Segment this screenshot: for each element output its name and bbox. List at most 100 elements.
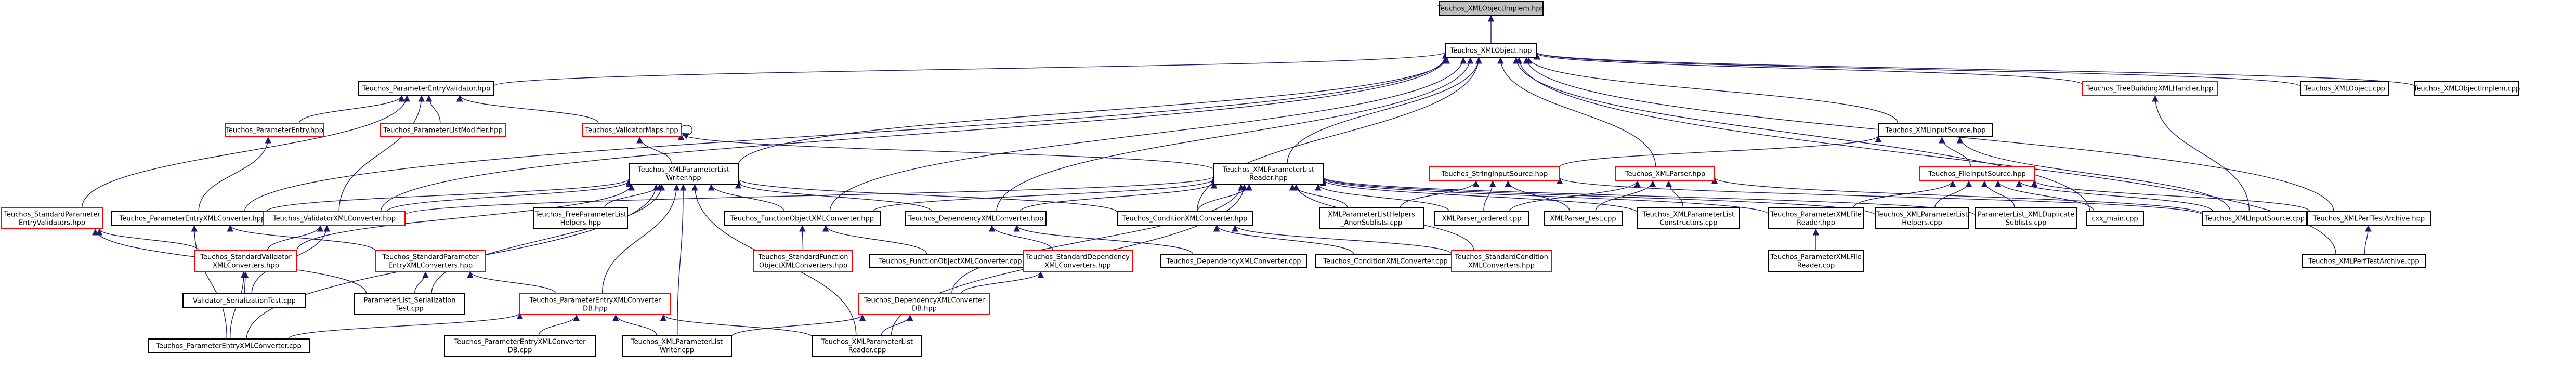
edge-pexml-hpp-to-pentry-hpp [198,136,272,212]
edge-pexml-cpp-to-pexmldb-hpp [287,312,524,340]
node-box [2082,81,2218,96]
node-label: Teuchos_ConditionXMLConverter.hpp [1122,215,1247,223]
edge-condxml-hpp-to-plreader-hpp [1197,184,1252,212]
edge-xmlinput-cpp-to-tbxml-hpp [2152,95,2250,212]
node-label: Teuchos_ParameterEntryValidator.hpp [362,85,490,93]
node-pexml-cpp[interactable]: Teuchos_ParameterEntryXMLConverter.cpp [148,338,310,353]
node-stdvalid-hpp[interactable]: Teuchos_StandardParameterEntryValidators… [1,207,103,229]
node-plser-cpp[interactable]: ParameterList_SerializationTest.cpp [354,293,465,315]
node-stdcond-hpp[interactable]: Teuchos_StandardConditionXMLConverters.h… [1451,250,1552,272]
node-plhelpers-cpp[interactable]: Teuchos_XMLParameterListHelpers.cpp [1875,207,1969,229]
node-label: Teuchos_ParameterListModifier.hpp [383,127,502,135]
edge-fileinput-hpp-to-xmlinput-hpp [1939,136,1971,167]
edge-stdfuncobj-hpp-to-funcobj-hpp [799,225,806,251]
edge-xmlinput-cpp-to-xmlparser-hpp [1711,177,2203,215]
node-box [194,250,297,272]
node-cxxmain-cpp[interactable]: cxx_main.cpp [2086,211,2144,226]
node-label: Teuchos_XMLObjectImplem.cpp [2413,85,2520,93]
edge-stdpexml-hpp-to-pexml-hpp [227,225,376,252]
node-funcobj-cpp[interactable]: Teuchos_FunctionObjectXMLConverter.cpp [869,254,1032,268]
node-xmlparser-hpp[interactable]: Teuchos_XMLParser.hpp [1615,166,1715,181]
node-xmlparser-ordered-cpp[interactable]: XMLParser_ordered.cpp [1434,211,1529,226]
node-valser-cpp[interactable]: Validator_SerializationTest.cpp [182,293,306,308]
node-xmlinput-hpp[interactable]: Teuchos_XMLInputSource.hpp [1878,123,1993,137]
node-box [753,250,853,272]
node-depxml-cpp[interactable]: Teuchos_DependencyXMLConverter.cpp [1160,254,1307,268]
node-box [724,211,881,226]
node-box [1975,207,2077,229]
edge-stdvalidxml-hpp-to-validxml-hpp [267,225,324,251]
node-validxml-hpp[interactable]: Teuchos_ValidatorXMLConverter.hpp [263,211,406,226]
node-box [858,293,990,315]
node-box [2307,211,2431,226]
node-perftest-hpp[interactable]: Teuchos_XMLPerfTestArchive.hpp [2307,211,2431,226]
node-box [225,123,324,137]
node-box [2086,211,2144,226]
node-fileinput-hpp[interactable]: Teuchos_FileInputSource.hpp [1919,166,2035,181]
node-tbxml-hpp[interactable]: Teuchos_TreeBuildingXMLHandler.hpp [2082,81,2218,96]
node-label: Teuchos_ParameterEntryXMLConverter.hpp [119,215,266,223]
edge-xmlobject-cpp-to-xmlobject-hpp [1534,52,2301,87]
node-stdvalidxml-hpp[interactable]: Teuchos_StandardValidatorXMLConverters.h… [194,250,297,272]
node-box [2414,81,2519,96]
edge-plxmlfile-hpp-to-plreader-hpp [1320,178,1769,215]
node-label: Sublists.cpp [2006,219,2046,227]
node-pev-hpp[interactable]: Teuchos_ParameterEntryValidator.hpp [358,81,494,96]
node-label: XMLConverters.hpp [213,262,279,270]
node-stdfuncobj-hpp[interactable]: Teuchos_StandardFunctionObjectXMLConvert… [753,250,853,272]
node-label: DB.cpp [508,347,532,355]
node-funcobj-hpp[interactable]: Teuchos_FunctionObjectXMLConverter.hpp [724,211,881,226]
node-label: Teuchos_XMLInputSource.cpp [2204,215,2305,223]
edge-pexml-hpp-to-xmlobject-hpp [244,56,1449,212]
node-plmod-hpp[interactable]: Teuchos_ParameterListModifier.hpp [380,123,506,137]
node-strinput-hpp[interactable]: Teuchos_StringInputSource.hpp [1429,166,1560,181]
node-box [533,207,628,229]
node-implem-cpp[interactable]: Teuchos_XMLObjectImplem.cpp [2413,81,2520,96]
node-condxml-hpp[interactable]: Teuchos_ConditionXMLConverter.hpp [1117,211,1253,226]
node-pexml-hpp[interactable]: Teuchos_ParameterEntryXMLConverter.hpp [111,211,273,226]
node-stdpexml-hpp[interactable]: Teuchos_StandardParameterEntryXMLConvert… [375,250,486,272]
node-anonsub-cpp[interactable]: XMLParameterListHelpers_AnonSublists.cpp [1319,207,1424,229]
file-nodes: Teuchos_XMLObjectImplem.hppTeuchos_XMLOb… [1,1,2520,357]
node-label: DB.hpp [912,305,937,313]
node-label: Teuchos_FunctionObjectXMLConverter.hpp [730,215,874,223]
node-box [2202,211,2307,226]
edge-cxxmain-cpp-to-xmlobject-hpp [1513,57,2090,212]
node-label: Teuchos_ParameterXMLFile [1770,211,1861,219]
node-xmlinput-cpp[interactable]: Teuchos_XMLInputSource.cpp [2202,211,2307,226]
edge-xmlinput-cpp-to-strinput-hpp [1557,177,2203,216]
edge-plwriter-hpp-to-xmlobject-hpp [738,57,1450,166]
node-box [519,293,671,315]
node-pentry-hpp[interactable]: Teuchos_ParameterEntry.hpp [225,123,324,137]
edge-plreader-cpp-to-depxmldb-hpp [881,314,913,336]
node-box [263,211,406,226]
node-valmaps-hpp[interactable]: Teuchos_ValidatorMaps.hpp [582,123,682,137]
node-box [629,163,739,185]
node-xmlparser-test-cpp[interactable]: XMLParser_test.cpp [1544,211,1623,226]
edge-validxml-hpp-to-xmlobject-hpp [380,57,1449,212]
node-depxml-hpp[interactable]: Teuchos_DependencyXMLConverter.hpp [905,211,1047,226]
node-xmlobject-cpp[interactable]: Teuchos_XMLObject.cpp [2300,81,2389,96]
edge-pev-hpp-to-xmlobject-hpp [493,51,1448,87]
edge-stdcond-hpp-to-condxml-hpp [1232,225,1452,255]
node-label: Teuchos_FreeParameterList [534,211,627,219]
node-xmlobject-hpp[interactable]: Teuchos_XMLObject.hpp [1445,43,1537,58]
node-condxml-cpp[interactable]: Teuchos_ConditionXMLConverter.cpp [1315,254,1456,268]
node-stddep-hpp[interactable]: Teuchos_StandardDependencyXMLConverters.… [1023,250,1133,272]
edge-stdvalidxml-hpp-to-stdvalid-hpp [96,228,199,251]
edge-validxml-hpp-to-pev-hpp [338,95,425,212]
node-box [380,123,506,137]
node-perftest-cpp[interactable]: Teuchos_XMLPerfTestArchive.cpp [2302,254,2426,268]
